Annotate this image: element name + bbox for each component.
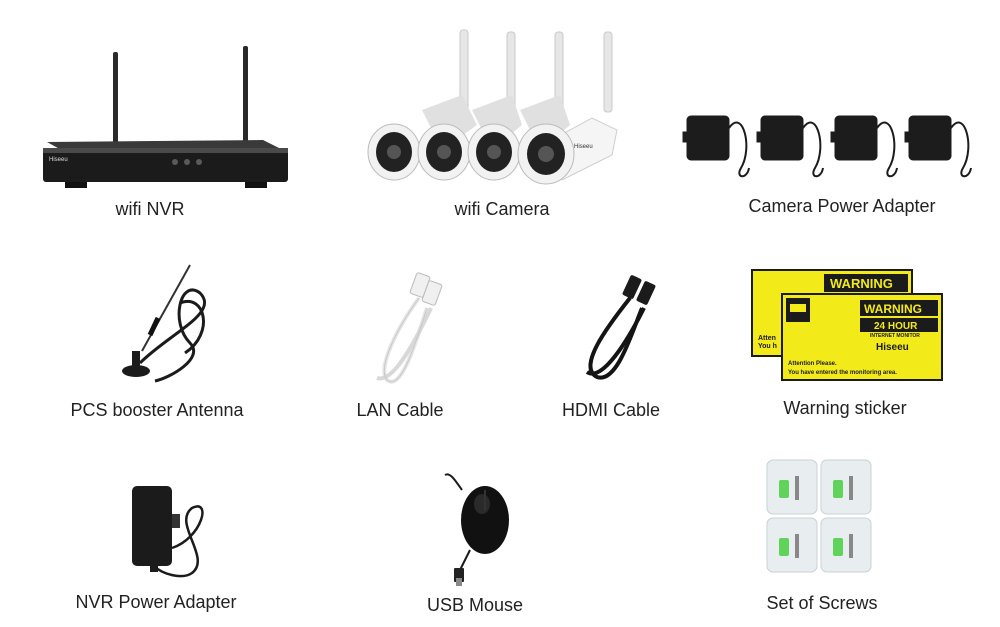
screws-product: Set of Screws — [0, 0, 878, 613]
nvr-body — [43, 148, 288, 182]
sticker-product: WARNING Atten You h WARNING 24 HOUR INTE… — [0, 0, 943, 418]
camera-product: Hiseeu wifi Camera — [0, 0, 618, 219]
sticker-hours-text: 24 HOUR — [874, 321, 918, 332]
nvr-adapter-product: NVR Power Adapter — [0, 0, 237, 612]
sticker-front: WARNING 24 HOUR INTERNET MONITOR Hiseeu … — [781, 293, 943, 381]
camera-logo: Hiseeu — [574, 144, 593, 150]
screw-bag-2 — [820, 459, 872, 515]
nvr-logo: Hiseeu — [49, 157, 68, 163]
hdmi-cable-image — [585, 275, 656, 380]
item-label-lan: LAN Cable — [356, 400, 444, 420]
camera-bodies: Hiseeu — [367, 95, 618, 185]
item-label-screws: Set of Screws — [766, 593, 878, 613]
camera-adapter-1 — [682, 115, 750, 178]
svg-text:Atten: Atten — [758, 335, 776, 342]
nvr-product: Hiseeu wifi NVR — [0, 0, 288, 219]
screw-bag-1 — [766, 459, 818, 515]
usb-mouse-image — [444, 473, 509, 586]
nvr-adapter-image — [132, 486, 204, 578]
nvr-antenna-right — [243, 46, 248, 156]
screws-image — [766, 459, 872, 573]
nvr-antenna-left — [113, 52, 118, 157]
nvr-image: Hiseeu — [43, 46, 288, 188]
item-label-nvr-adapter: NVR Power Adapter — [75, 592, 237, 612]
item-label-hdmi: HDMI Cable — [561, 400, 661, 420]
svg-text:You h: You h — [758, 343, 777, 350]
camera-adapter-4 — [904, 115, 972, 178]
sticker-attention-text: Attention Please. — [788, 361, 837, 367]
camera-image: Hiseeu — [367, 29, 618, 185]
item-label-sticker: Warning sticker — [783, 398, 907, 418]
camera-adapters-image — [682, 115, 972, 178]
item-label-antenna: PCS booster Antenna — [70, 400, 244, 420]
mouse-product: USB Mouse — [0, 0, 523, 615]
warning-sticker-image: WARNING Atten You h WARNING 24 HOUR INTE… — [751, 269, 943, 381]
svg-text:WARNING: WARNING — [830, 276, 893, 291]
hdmi-product: HDMI Cable — [0, 0, 660, 420]
sticker-brand-text: Hiseeu — [876, 342, 909, 353]
antenna-product: PCS booster Antenna — [0, 0, 244, 420]
camera-adapter-2 — [756, 115, 824, 178]
item-label-mouse: USB Mouse — [426, 595, 524, 615]
screw-bag-4 — [820, 517, 872, 573]
camera-antennas — [459, 29, 613, 113]
sticker-warning-text: WARNING — [864, 302, 922, 316]
item-label-camera: wifi Camera — [454, 199, 550, 219]
sticker-message-text: You have entered the monitoring area. — [788, 370, 897, 376]
camera-adapter-3 — [830, 115, 898, 178]
sticker-monitor-text: INTERNET MONITOR — [870, 333, 920, 339]
lan-product: LAN Cable — [0, 0, 444, 420]
screw-bag-3 — [766, 517, 818, 573]
camera-adapter-product: Camera Power Adapter — [0, 0, 972, 216]
item-label-camera-adapter: Camera Power Adapter — [748, 196, 936, 216]
item-label-nvr: wifi NVR — [115, 199, 185, 219]
antenna-image — [122, 264, 207, 383]
lan-cable-image — [376, 272, 443, 384]
